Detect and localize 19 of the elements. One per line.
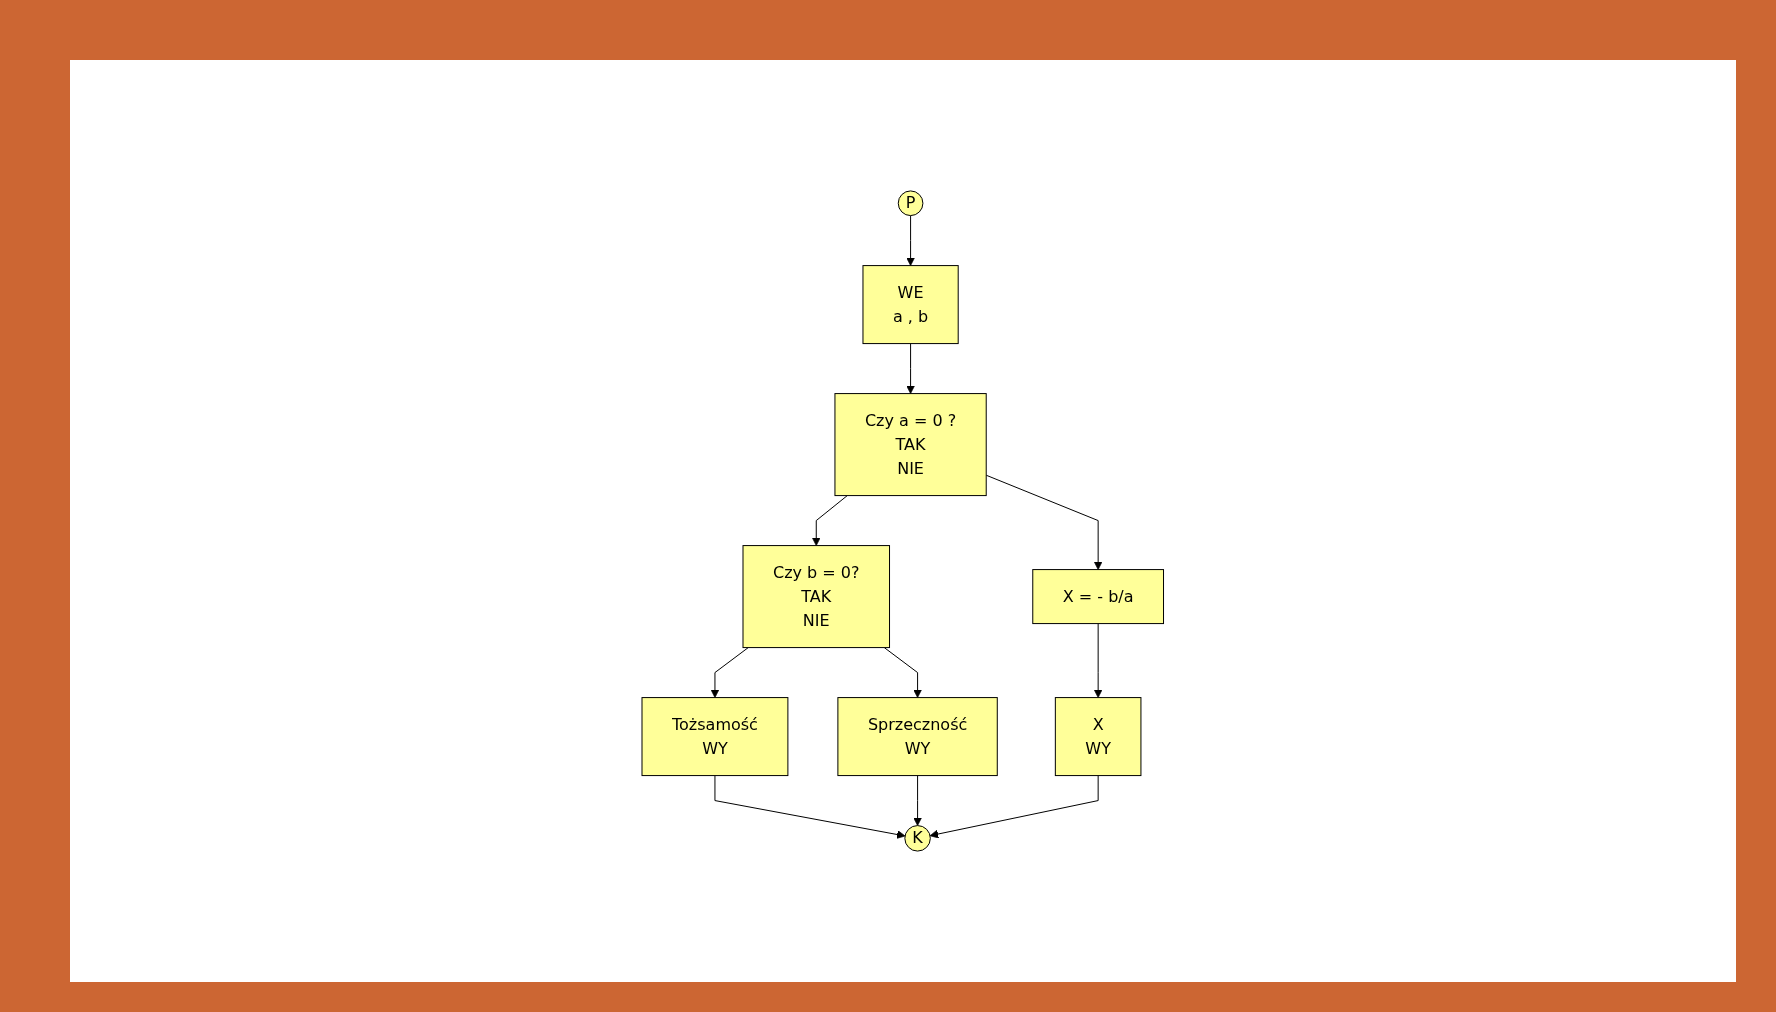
arrow <box>812 495 848 546</box>
arrow <box>906 343 916 394</box>
node-box: Czy a = 0 ? TAK NIE <box>834 393 987 497</box>
arrow <box>985 474 1103 570</box>
arrow <box>884 647 923 698</box>
arrow <box>913 775 923 826</box>
node-box: X WY <box>1055 697 1142 777</box>
node-box: Czy b = 0? TAK NIE <box>742 545 891 649</box>
arrow <box>1094 623 1103 698</box>
node-circle: K <box>904 825 932 852</box>
node-circle: P <box>898 190 924 217</box>
arrow <box>906 215 916 266</box>
node-box: WE a , b <box>862 265 959 345</box>
arrow <box>929 775 1099 839</box>
arrow <box>714 775 906 839</box>
node-box: X = - b/a <box>1032 569 1165 625</box>
node-box: Sprzeczność WY <box>837 697 998 777</box>
arrow <box>710 647 749 698</box>
node-box: Tożsamość WY <box>641 697 789 777</box>
